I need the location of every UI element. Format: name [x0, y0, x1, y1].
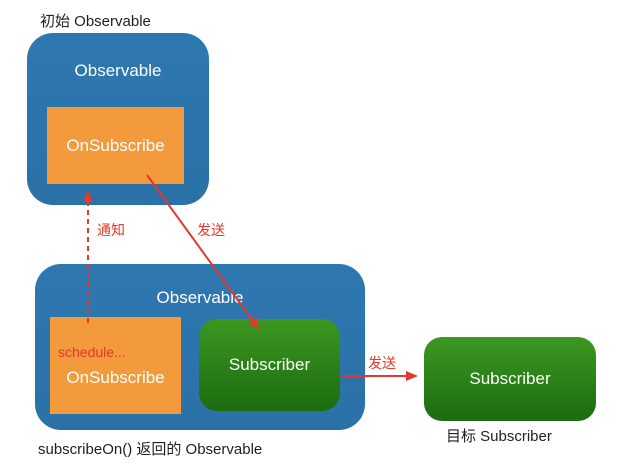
initial-observable-label: Observable [74, 61, 162, 80]
returned-onsubscribe-label: OnSubscribe [66, 367, 165, 387]
target-subscriber-box: Subscriber [424, 337, 596, 421]
returned-observable-box: Observable schedule... OnSubscribe Subsc… [35, 264, 365, 430]
schedule-label: schedule... [58, 343, 126, 360]
initial-onsubscribe-box: OnSubscribe [47, 107, 184, 184]
send-arrow-1-label: 发送 [197, 222, 225, 238]
initial-observable-caption: 初始 Observable [40, 13, 151, 30]
returned-observable-label: Observable [156, 288, 244, 307]
target-subscriber-label: Subscriber [469, 369, 551, 388]
initial-onsubscribe-label: OnSubscribe [66, 135, 165, 155]
returned-onsubscribe-box: schedule... OnSubscribe [50, 317, 181, 414]
inner-subscriber-label: Subscriber [228, 355, 311, 374]
target-subscriber-caption: 目标 Subscriber [446, 428, 552, 445]
subscribeon-observable-caption: subscribeOn() 返回的 Observable [38, 441, 263, 458]
initial-observable-box: Observable OnSubscribe [27, 33, 209, 205]
notify-arrow-label: 通知 [97, 222, 125, 238]
send-arrow-2-label: 发送 [368, 355, 396, 371]
inner-subscriber-box: Subscriber [199, 319, 340, 411]
